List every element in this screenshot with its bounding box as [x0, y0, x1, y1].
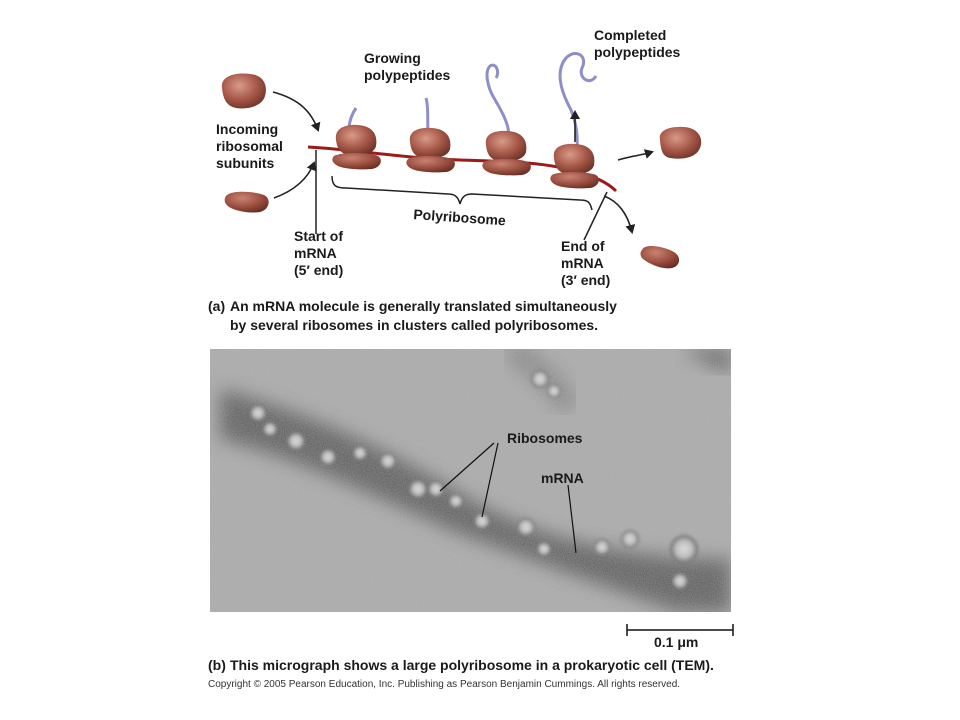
polyribosome-brace	[331, 175, 593, 211]
exit-arrow-small-subunit	[603, 195, 636, 234]
ribosome-3	[482, 130, 531, 176]
mrna-pointer	[567, 484, 577, 554]
copyright-notice: Copyright © 2005 Pearson Education, Inc.…	[208, 679, 681, 690]
caption-a-line-1: An mRNA molecule is generally translated…	[230, 298, 617, 314]
polyribosome-diagram	[221, 52, 702, 269]
caption-b: (b) This micrograph shows a large polyri…	[208, 656, 808, 676]
caption-b-text: This micrograph shows a large polyriboso…	[230, 657, 714, 673]
caption-a-line-2: by several ribosomes in clusters called …	[230, 317, 599, 333]
incoming-arrow-top	[272, 91, 321, 132]
ribosome-1	[332, 124, 381, 170]
tem-micrograph	[210, 349, 731, 612]
label-growing-polypeptides: Growing polypeptides	[364, 50, 451, 83]
label-ribosomes: Ribosomes	[507, 430, 583, 446]
ribosome-pointer-1	[439, 442, 495, 492]
label-incoming-subunits: Incoming ribosomal subunits	[216, 121, 283, 171]
caption-b-tag: (b)	[208, 657, 226, 673]
end-pointer-line	[583, 191, 608, 241]
ribosome-pointer-2	[481, 442, 499, 518]
released-small-subunit	[640, 245, 680, 269]
scale-bar-label: 0.1 μm	[654, 634, 699, 650]
ribosome-4	[550, 143, 599, 189]
label-mrna-micrograph: mRNA	[541, 470, 584, 486]
polypeptide-3	[485, 63, 511, 151]
incoming-large-subunit	[221, 73, 266, 109]
incoming-small-subunit	[224, 191, 269, 213]
polypeptide-4	[558, 52, 598, 161]
exit-arrow-large-subunit	[617, 149, 654, 161]
label-end-of-mrna: End of mRNA (3′ end)	[561, 238, 611, 288]
ribosome-2	[406, 127, 455, 173]
caption-a-tag: (a)	[208, 298, 226, 314]
incoming-arrow-bottom	[273, 161, 317, 199]
label-start-of-mrna: Start of mRNA (5′ end)	[294, 228, 344, 278]
caption-a: (a) An mRNA molecule is generally transl…	[208, 297, 728, 337]
released-large-subunit	[659, 126, 702, 159]
label-completed-polypeptides: Completed polypeptides	[594, 27, 681, 60]
